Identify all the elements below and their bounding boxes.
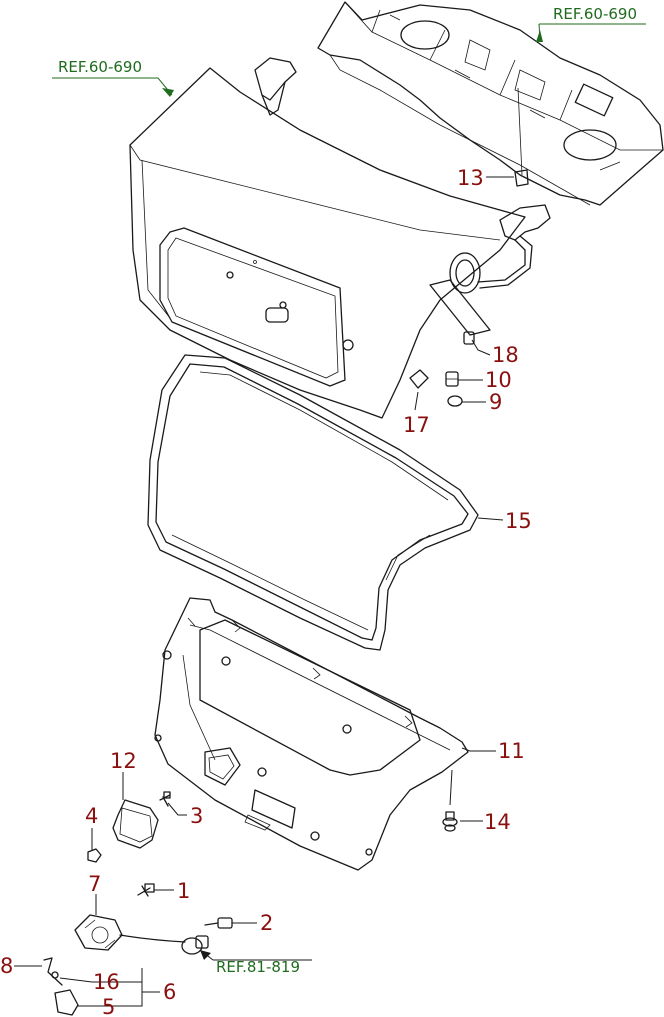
screw-3	[159, 791, 171, 807]
callout-15: 15	[505, 509, 532, 533]
parcel-shelf-panel	[317, 1, 664, 206]
bolt-1	[137, 883, 155, 897]
callout-12: 12	[110, 749, 137, 773]
bumper-stop-10	[445, 371, 459, 387]
latch-assembly-7	[74, 914, 186, 951]
ref-label-trunk-lid: REF.60-690	[58, 58, 142, 76]
cover-assembly-12	[112, 799, 159, 849]
ref-label-latch: REF.81-819	[216, 958, 300, 976]
callout-11: 11	[498, 739, 525, 763]
callout-18: 18	[492, 343, 519, 367]
callout-7: 7	[88, 872, 101, 896]
arrowhead-ref-top	[536, 30, 543, 42]
ref-label-parcel-shelf: REF.60-690	[553, 5, 637, 23]
arrowhead-ref-latch	[200, 950, 211, 960]
latch-actuator	[181, 935, 209, 955]
weatherstrip-15	[147, 354, 479, 651]
lock-cylinder-2	[204, 917, 233, 929]
callout-14: 14	[484, 810, 511, 834]
callout-1: 1	[177, 879, 190, 903]
bracket-5	[54, 989, 79, 1016]
clip-18	[463, 331, 475, 345]
bumper-17	[409, 369, 429, 389]
callout-5: 5	[102, 995, 115, 1017]
clip-16	[51, 971, 59, 979]
arrowhead-ref-lid	[162, 88, 174, 97]
callout-4: 4	[85, 804, 98, 828]
nut-4	[87, 848, 102, 863]
rod-8	[43, 957, 63, 986]
trunk-lid	[129, 57, 551, 419]
callout-16: 16	[93, 970, 120, 994]
washer-9	[447, 395, 463, 407]
trim-clip-14	[442, 811, 458, 832]
callout-9: 9	[489, 390, 502, 414]
callout-8: 8	[0, 954, 13, 978]
callout-6: 6	[163, 980, 176, 1004]
trunk-trim-panel-11	[154, 597, 469, 871]
callout-10: 10	[485, 368, 512, 392]
callout-13: 13	[457, 166, 484, 190]
callout-3: 3	[190, 804, 203, 828]
callout-17: 17	[403, 413, 430, 437]
callout-2: 2	[260, 911, 273, 935]
